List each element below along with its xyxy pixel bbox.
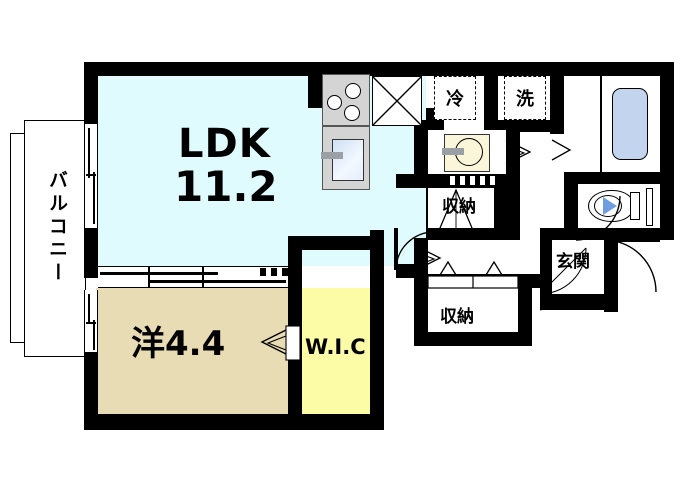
wall-top-right-a — [424, 62, 484, 76]
partition-sash-upper — [100, 272, 218, 275]
closet-upper-label: 収納 — [442, 197, 476, 217]
balcony-outline — [24, 120, 86, 357]
wall-ldk-right-upper — [414, 120, 428, 180]
wall-entry-door-frame-top — [604, 228, 660, 242]
kitchen-sink-counter — [321, 126, 370, 190]
wall-bottom — [84, 414, 384, 430]
wall-genkan-right — [604, 240, 618, 296]
wall-ldk-left-upper — [84, 62, 98, 124]
closet-lower-label: 収納 — [440, 307, 474, 327]
partition-louver-marks — [258, 266, 288, 288]
ldk-label: LDK — [178, 121, 271, 167]
wall-toilet-left — [564, 182, 576, 240]
wall-ldk-top — [84, 62, 322, 76]
wall-toilet-right — [660, 182, 674, 240]
wall-genkan-outer-right — [604, 294, 618, 312]
balcony-label: バルコニー — [46, 170, 68, 285]
burner-top-icon — [345, 83, 361, 99]
wall-wic-right — [370, 230, 384, 430]
bedroom-sliding-door-panel-a — [88, 294, 90, 324]
washbasin-faucet-icon — [442, 148, 464, 155]
gas-stove — [322, 74, 370, 126]
wall-closet-lower-bottom — [414, 332, 532, 346]
wall-wic-top-left-return — [288, 236, 302, 290]
wall-washer-left — [484, 62, 498, 120]
kitchen-sink-basin — [332, 139, 364, 181]
wall-wic-top — [288, 236, 384, 250]
bathtub — [612, 88, 648, 160]
burner-bottom-icon — [344, 105, 360, 121]
washing-machine-space: 洗 — [504, 76, 546, 120]
hall-link-floor — [428, 240, 540, 274]
washing-machine-label: 洗 — [516, 89, 534, 109]
wall-top-right-b — [484, 62, 588, 76]
wall-hall-right — [506, 132, 520, 188]
bedroom-balcony-sliding-door[interactable] — [84, 290, 98, 352]
range-hood-icon — [372, 76, 422, 126]
refrigerator-space: 冷 — [434, 76, 476, 120]
toilet-tank — [630, 192, 640, 220]
wall-fridge-alcove-bottom — [426, 118, 444, 130]
wall-kitchen-top — [318, 62, 426, 76]
ldk-size-label: 11.2 — [174, 162, 278, 211]
genkan-label: 玄関 — [556, 252, 590, 272]
bedroom-sliding-door-panel-b — [93, 320, 95, 350]
wall-ldk-left-mid — [84, 228, 98, 278]
wall-hall-mid — [414, 274, 544, 288]
wall-closet-lower-left — [414, 288, 428, 344]
wall-closet-lower-right — [518, 288, 532, 346]
bedroom-floor — [96, 288, 290, 418]
kitchen-faucet-icon — [321, 152, 343, 159]
toilet-direction-icon — [603, 197, 617, 215]
bathroom-inner-divider — [600, 76, 602, 172]
wall-bedroom-left-lower — [84, 352, 98, 428]
hall-strip-floor — [520, 132, 550, 228]
bedroom-sliding-door-mullion — [86, 322, 96, 324]
wall-bath-bottom — [564, 172, 674, 184]
ldk-sliding-door-mullion — [86, 174, 96, 176]
wall-bath-right — [660, 62, 674, 182]
wall-closet-upper-right — [494, 188, 506, 238]
wic-floor — [302, 288, 370, 418]
balcony-outer-edge — [10, 133, 24, 343]
burner-left-icon — [327, 95, 342, 110]
wall-kitchen-stub-left — [308, 62, 322, 108]
towel-rail-icon — [646, 188, 653, 226]
wall-bath-left — [550, 62, 564, 134]
refrigerator-label: 冷 — [446, 89, 464, 109]
ldk-balcony-sliding-door[interactable] — [84, 124, 98, 228]
bedroom-label: 洋4.4 — [131, 324, 226, 364]
wall-top-right-c — [588, 62, 674, 76]
closet-lower-floor — [428, 288, 518, 332]
wall-hall-right-lower — [506, 188, 520, 240]
ldk-sliding-door-panel-a — [88, 128, 90, 178]
ldk-sliding-door-panel-b — [93, 172, 95, 224]
partition-panel-divider-1 — [148, 266, 150, 288]
wall-closet-upper-bottom — [426, 228, 506, 240]
wic-label: W.I.C — [305, 335, 366, 359]
wall-hall-top — [396, 174, 506, 188]
wall-bedroom-wic-divider — [288, 288, 302, 418]
partition-sash-lower — [150, 280, 286, 283]
partition-panel-divider-2 — [202, 266, 204, 288]
wall-washer-bottom — [484, 120, 550, 132]
